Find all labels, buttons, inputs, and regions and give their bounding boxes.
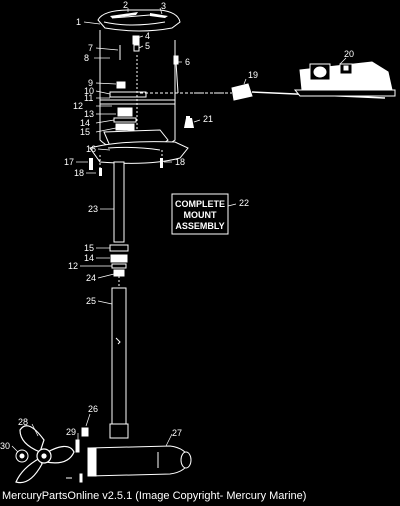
callout-4: 4 <box>145 31 150 41</box>
callout-3: 3 <box>161 1 166 11</box>
prop-nut <box>15 449 29 463</box>
head-cover <box>110 12 168 18</box>
callout-22: 22 <box>239 198 249 208</box>
callout-15-shaft: 15 <box>84 243 94 253</box>
callout-9: 9 <box>88 78 93 88</box>
callout-14: 14 <box>80 118 90 128</box>
callout-30: 30 <box>0 441 10 451</box>
lower-unit-motor <box>87 445 192 477</box>
callout-17: 17 <box>64 157 74 167</box>
callout-27: 27 <box>172 428 182 438</box>
exploded-parts-diagram: 1 2 3 4 5 6 7 8 9 10 11 12 13 14 15 16 1… <box>0 0 396 484</box>
callout-labels: 1 2 3 4 5 6 7 8 9 10 11 12 13 14 15 16 1… <box>0 0 354 451</box>
mount-box-line-3: ASSEMBLY <box>175 221 224 231</box>
callout-12: 12 <box>73 101 83 111</box>
copyright-footer: MercuryPartsOnline v2.5.1 (Image Copyrig… <box>0 487 400 506</box>
callout-10: 10 <box>84 86 94 96</box>
prop-pin-hardware <box>66 427 89 483</box>
callout-23: 23 <box>88 204 98 214</box>
internal-parts <box>103 35 169 147</box>
callout-15: 15 <box>80 127 90 137</box>
callout-18-left: 18 <box>74 168 84 178</box>
callout-16: 16 <box>86 144 96 154</box>
composite-shaft-lower <box>109 276 129 439</box>
composite-shaft-upper <box>109 161 129 277</box>
callout-29: 29 <box>66 427 76 437</box>
leader-lines <box>11 7 347 453</box>
callout-8: 8 <box>84 53 89 63</box>
callout-26: 26 <box>88 404 98 414</box>
callout-11: 11 <box>84 93 93 103</box>
callout-2: 2 <box>123 0 128 10</box>
control-cable <box>140 55 232 94</box>
callout-14-shaft: 14 <box>84 253 94 263</box>
propeller <box>15 425 75 484</box>
callout-24: 24 <box>86 273 96 283</box>
mount-box-line-2: MOUNT <box>184 210 217 220</box>
complete-mount-assembly-box: COMPLETE MOUNT ASSEMBLY <box>171 193 229 235</box>
mount-box-line-1: COMPLETE <box>175 199 225 209</box>
callout-25: 25 <box>86 296 96 306</box>
plug <box>184 118 194 128</box>
mount-collar <box>89 141 189 175</box>
callout-5: 5 <box>145 41 150 51</box>
callout-20: 20 <box>344 49 354 59</box>
callout-19: 19 <box>248 70 258 80</box>
callout-28: 28 <box>18 417 28 427</box>
callout-1: 1 <box>76 17 81 27</box>
pedal-cable <box>190 83 386 101</box>
foot-pedal <box>293 61 396 97</box>
callout-13: 13 <box>84 109 94 119</box>
callout-7: 7 <box>88 43 93 53</box>
callout-6: 6 <box>185 57 190 67</box>
callout-21: 21 <box>203 114 213 124</box>
callout-18-right: 18 <box>175 157 185 167</box>
callout-12-shaft: 12 <box>68 261 78 271</box>
